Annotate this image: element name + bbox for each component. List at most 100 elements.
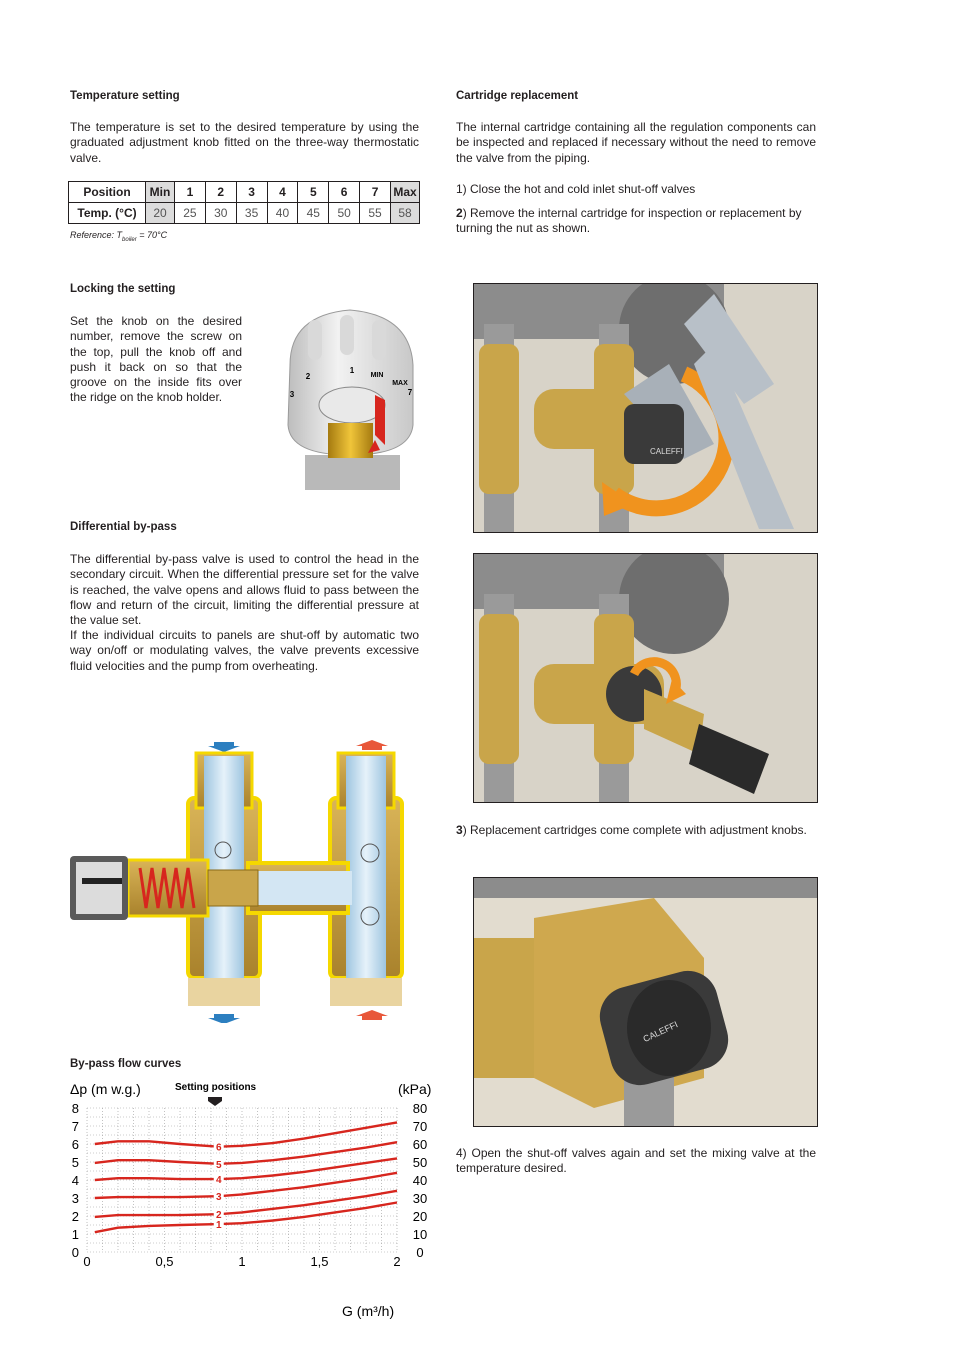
photo-replacement-cartridge: CALEFFI [473,877,818,1127]
right-tick-label: 20 [413,1209,427,1224]
knob-mark: 7 [408,388,413,397]
chart-series: 12 3 4 5 6 [94,1121,398,1234]
step-number: 2 [456,206,463,220]
cartridge-step-1: 1) Close the hot and cold inlet shut-off… [456,182,696,196]
right-tick-label: 40 [413,1173,427,1188]
step-number: 3 [456,823,463,837]
position-cell: Min [145,181,175,203]
temp-cell: 30 [204,202,237,224]
temp-cell: 20 [145,202,175,224]
cartridge-extraction-image [474,554,817,802]
position-cell: 1 [174,181,206,203]
curve-label: 4 [216,1175,222,1186]
knob-mark: MAX [392,380,408,387]
temp-cell: 58 [390,202,420,224]
right-tick-label: 50 [413,1155,427,1170]
curve-label-bg [213,1141,224,1152]
curve-label: 2 [216,1210,222,1221]
curve-line [94,1157,398,1182]
x-tick-label: 1,5 [310,1254,328,1269]
temperature-setting-text: The temperature is set to the desired te… [70,120,419,165]
right-tick-label: 70 [413,1119,427,1134]
replacement-cartridge-image: CALEFFI [474,878,817,1126]
temp-cell: 25 [174,202,206,224]
right-tick-label: 60 [413,1137,427,1152]
x-axis-label: G (m³/h) [342,1303,394,1319]
reference-prefix: Reference: T [70,230,123,240]
position-cell: 5 [297,181,330,203]
brand-text: CALEFFI [650,447,683,456]
knob-mark: 2 [306,372,311,381]
left-tick-label: 6 [72,1137,79,1152]
flow-curves-chart: Setting positions Δp (m w.g.) (kPa) G (m… [70,1081,431,1319]
bypass-valve-diagram [70,740,404,1023]
curve-line [94,1189,398,1219]
inflow-arrow-icon [356,1010,388,1020]
differential-text-2: If the individual circuits to panels are… [70,628,419,673]
reference-sub: boiler [122,236,137,243]
position-cell: 4 [266,181,299,203]
left-tick-label: 7 [72,1119,79,1134]
curve-line [94,1141,398,1165]
curve-label-bg [213,1219,224,1230]
left-axis-label: Δp (m w.g.) [70,1081,141,1097]
wrench-removal-image: CALEFFI [474,284,817,532]
curve-label-bg [213,1209,224,1220]
temp-cell: 50 [328,202,361,224]
temp-cell: 45 [297,202,330,224]
outflow-arrow-icon [208,1014,240,1023]
chart-grid [86,1107,398,1253]
left-tick-label: 0 [72,1245,79,1260]
left-tick-label: 5 [72,1155,79,1170]
setting-positions-label: Setting positions [175,1082,257,1093]
cartridge-text: The internal cartridge containing all th… [456,120,816,165]
x-tick-label: 0 [83,1254,90,1269]
curve-label-bg [213,1191,224,1202]
left-tick-label: 8 [72,1101,79,1116]
position-cell: 2 [204,181,237,203]
curve-label: 6 [216,1143,222,1154]
curve-line [94,1171,398,1200]
knob-illustration: 1 MIN MAX 2 3 7 [287,309,414,490]
position-row: Position Min 1 2 3 4 5 6 7 Max [68,181,420,203]
right-tick-label: 0 [416,1245,423,1260]
position-cell: 7 [359,181,391,203]
temp-cell: 40 [266,202,299,224]
knob-mark: 3 [290,390,295,399]
temperature-setting-heading: Temperature setting [70,90,180,102]
right-tick-label: 30 [413,1191,427,1206]
position-cell: Max [390,181,420,203]
cartridge-step-2: 2) Remove the internal cartridge for ins… [456,206,816,237]
differential-heading: Differential by-pass [70,521,177,533]
right-tick-label: 10 [413,1227,427,1242]
x-tick-label: 1 [238,1254,245,1269]
temp-cell: 55 [359,202,391,224]
cartridge-step-3: 3) Replacement cartridges come complete … [456,823,816,838]
left-tick-label: 4 [72,1173,79,1188]
temperature-table: Position Min 1 2 3 4 5 6 7 Max Temp. (°C… [68,181,420,224]
curve-label: 5 [216,1160,222,1171]
outflow-arrow-icon [208,742,240,752]
curve-label: 1 [216,1220,222,1231]
left-tick-label: 1 [72,1227,79,1242]
setting-positions-arrow-icon [208,1097,222,1106]
temperature-row: Temp. (°C) 20 25 30 35 40 45 50 55 58 [68,202,420,224]
curve-label: 3 [216,1192,222,1203]
inflow-arrow-icon [356,740,388,750]
position-label: Position [68,181,146,203]
knob-mark: 1 [350,366,355,375]
reference-suffix: = 70°C [136,230,168,240]
position-cell: 6 [328,181,361,203]
photo-cartridge-extraction [473,553,818,803]
curve-line [94,1201,398,1234]
step-text: ) Remove the internal cartridge for insp… [456,206,802,236]
step-text: ) Replacement cartridges come complete w… [462,823,807,837]
left-tick-label: 2 [72,1209,79,1224]
right-tick-label: 80 [413,1101,427,1116]
reference-note: Reference: Tboiler = 70°C [70,230,167,243]
flow-chart-heading: By-pass flow curves [70,1058,182,1070]
left-tick-label: 3 [72,1191,79,1206]
temp-label: Temp. (°C) [68,202,146,224]
right-axis-label: (kPa) [398,1081,431,1097]
